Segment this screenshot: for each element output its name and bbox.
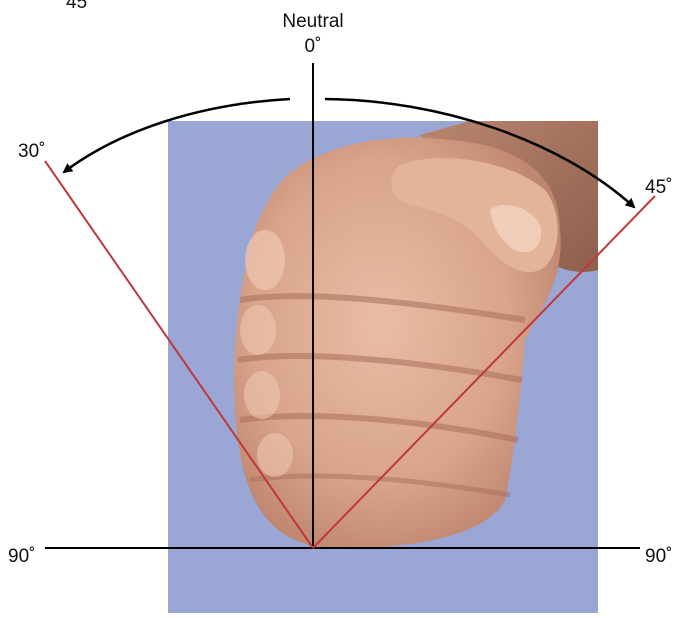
top-fragment-label: 45˚	[66, 0, 93, 13]
zero-degree-label: 0˚	[305, 36, 322, 57]
left-90-label: 90˚	[8, 546, 35, 567]
left-30-label: 30˚	[18, 141, 45, 162]
right-45-label: 45˚	[645, 177, 672, 198]
neutral-label: Neutral	[282, 11, 343, 32]
right-90-label: 90˚	[645, 546, 672, 567]
